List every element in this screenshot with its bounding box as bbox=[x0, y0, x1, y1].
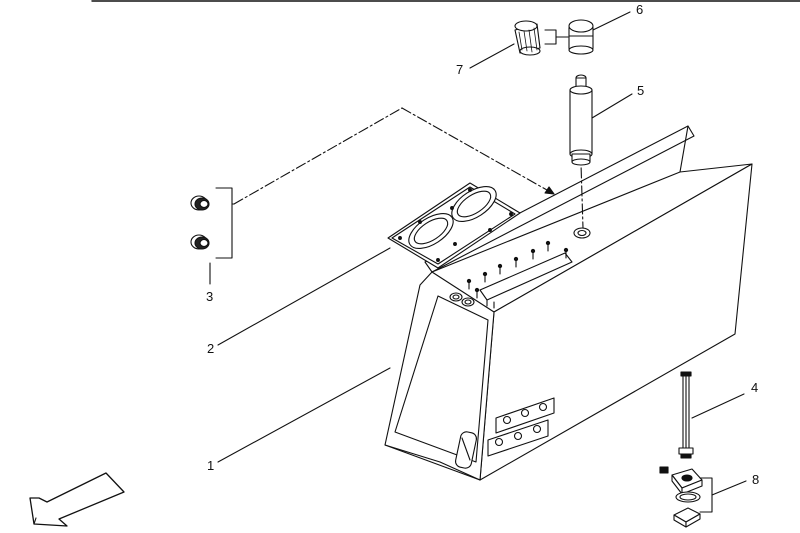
front-direction-arrow-icon bbox=[29, 472, 125, 527]
strainer-part[interactable] bbox=[514, 20, 541, 56]
callout-labels: 1 2 3 4 5 6 7 8 bbox=[206, 2, 759, 487]
tank-body-part[interactable] bbox=[384, 125, 753, 481]
filler-port bbox=[573, 227, 591, 239]
callout-7: 7 bbox=[456, 62, 463, 77]
filter-element-part[interactable] bbox=[569, 74, 593, 166]
top-bolt-row bbox=[466, 240, 569, 309]
parts-6-7-bracket bbox=[544, 29, 557, 45]
plug-pair-part[interactable] bbox=[190, 187, 235, 285]
gasket-plate-part[interactable] bbox=[387, 179, 521, 269]
callout-5: 5 bbox=[637, 83, 644, 98]
assembly-leader-lines bbox=[233, 107, 584, 229]
callout-6: 6 bbox=[636, 2, 643, 17]
callout-8: 8 bbox=[752, 472, 759, 487]
filler-cap-part[interactable] bbox=[568, 19, 594, 55]
callout-2: 2 bbox=[207, 341, 214, 356]
sensor-rod-part[interactable] bbox=[678, 371, 694, 459]
sight-glass bbox=[454, 431, 478, 469]
assembly-arrowhead bbox=[544, 186, 555, 195]
callout-3: 3 bbox=[206, 289, 213, 304]
fitting-set-part[interactable] bbox=[659, 466, 703, 528]
callout-4: 4 bbox=[751, 380, 758, 395]
front-connector-plates bbox=[487, 397, 555, 457]
callout-leaders bbox=[217, 11, 747, 496]
callout-1: 1 bbox=[207, 458, 214, 473]
